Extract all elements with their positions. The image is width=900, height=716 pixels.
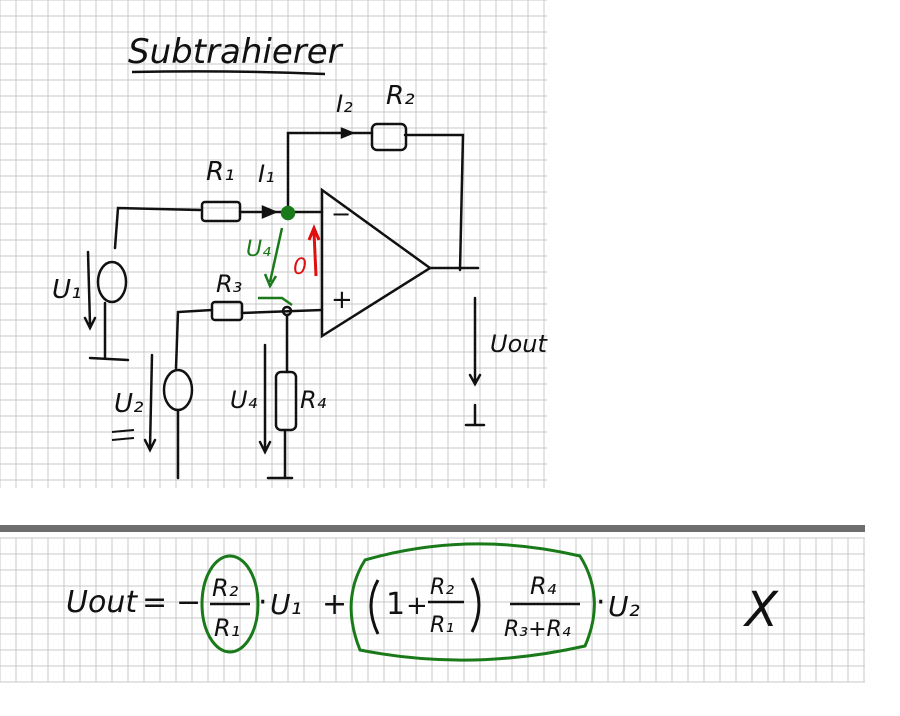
u4-voltage-arrow-green — [258, 227, 293, 307]
u1-source — [96, 260, 128, 304]
label-minus: − — [331, 200, 351, 228]
u2-arrow — [143, 353, 157, 453]
label-i2: I₂ — [336, 90, 353, 118]
formula-u1: U₁ — [270, 588, 302, 621]
i1-arrow — [261, 205, 279, 219]
label-plus: + — [331, 285, 353, 315]
label-r2: R₂ — [386, 81, 415, 111]
label-r3: R₃ — [216, 270, 242, 298]
formula-inner-plus: + — [406, 591, 428, 621]
formula-r2-top: R₂ — [212, 574, 239, 602]
section-separator — [0, 525, 865, 532]
formula-r1-bottom: R₁ — [214, 614, 240, 642]
label-r4: R₄ — [300, 386, 327, 414]
formula-one: 1 — [386, 587, 405, 622]
r3-resistor — [210, 300, 244, 322]
u1-arrow — [83, 250, 97, 331]
circuit-diagram — [83, 122, 486, 480]
u2-wire — [174, 308, 324, 370]
formula: Uout = − R₂ R₁ · U₁ + 1 + R₂ R₁ R₄ R₃+R₄… — [66, 542, 779, 662]
opamp-triangle — [320, 187, 433, 339]
uout-arrow — [464, 296, 486, 427]
i2-arrow — [340, 127, 356, 139]
title-underline — [131, 70, 326, 76]
u1-ground-wire — [88, 301, 130, 362]
label-zero: 0 — [293, 255, 307, 280]
label-u4: U₄ — [230, 386, 258, 414]
r4-resistor — [274, 370, 298, 432]
formula-plus: + — [322, 587, 347, 622]
formula-dot-1: · — [258, 585, 268, 620]
formula-r3-plus-r4: R₃+R₄ — [504, 617, 571, 642]
formula-dot-2: · — [596, 585, 606, 620]
green-annotation — [258, 205, 296, 307]
formula-u2: U₂ — [608, 590, 640, 623]
formula-r2-inner: R₂ — [430, 575, 454, 600]
inverting-node — [280, 205, 296, 221]
r1-resistor — [200, 200, 242, 223]
red-annotation — [307, 224, 321, 277]
green-circle-ratio — [200, 554, 260, 654]
label-u1: U₁ — [52, 275, 81, 305]
green-loop-term — [349, 542, 596, 662]
formula-minus: − — [176, 585, 201, 620]
label-i1: I₁ — [258, 160, 275, 188]
formula-equals: = — [142, 585, 167, 620]
formula-r4-top: R₄ — [530, 572, 557, 600]
u2-source — [162, 368, 194, 412]
r4-wire — [266, 313, 294, 480]
grid-top — [0, 0, 547, 488]
paren-right — [470, 577, 481, 633]
label-r1: R₁ — [206, 157, 235, 187]
u2-double-underline — [111, 429, 135, 441]
r2-resistor — [370, 122, 408, 152]
formula-r1-inner: R₁ — [430, 613, 454, 638]
formula-lhs: Uout — [66, 585, 138, 620]
zero-voltage-arrow — [307, 224, 321, 277]
paren-left — [369, 579, 380, 635]
label-u2: U₂ — [114, 389, 143, 419]
formula-cross: X — [742, 582, 779, 638]
u4-arrow — [258, 343, 272, 455]
label-uout: Uout — [490, 330, 548, 358]
label-u4-green: U₄ — [246, 237, 271, 262]
page-title: Subtrahierer — [128, 32, 344, 72]
